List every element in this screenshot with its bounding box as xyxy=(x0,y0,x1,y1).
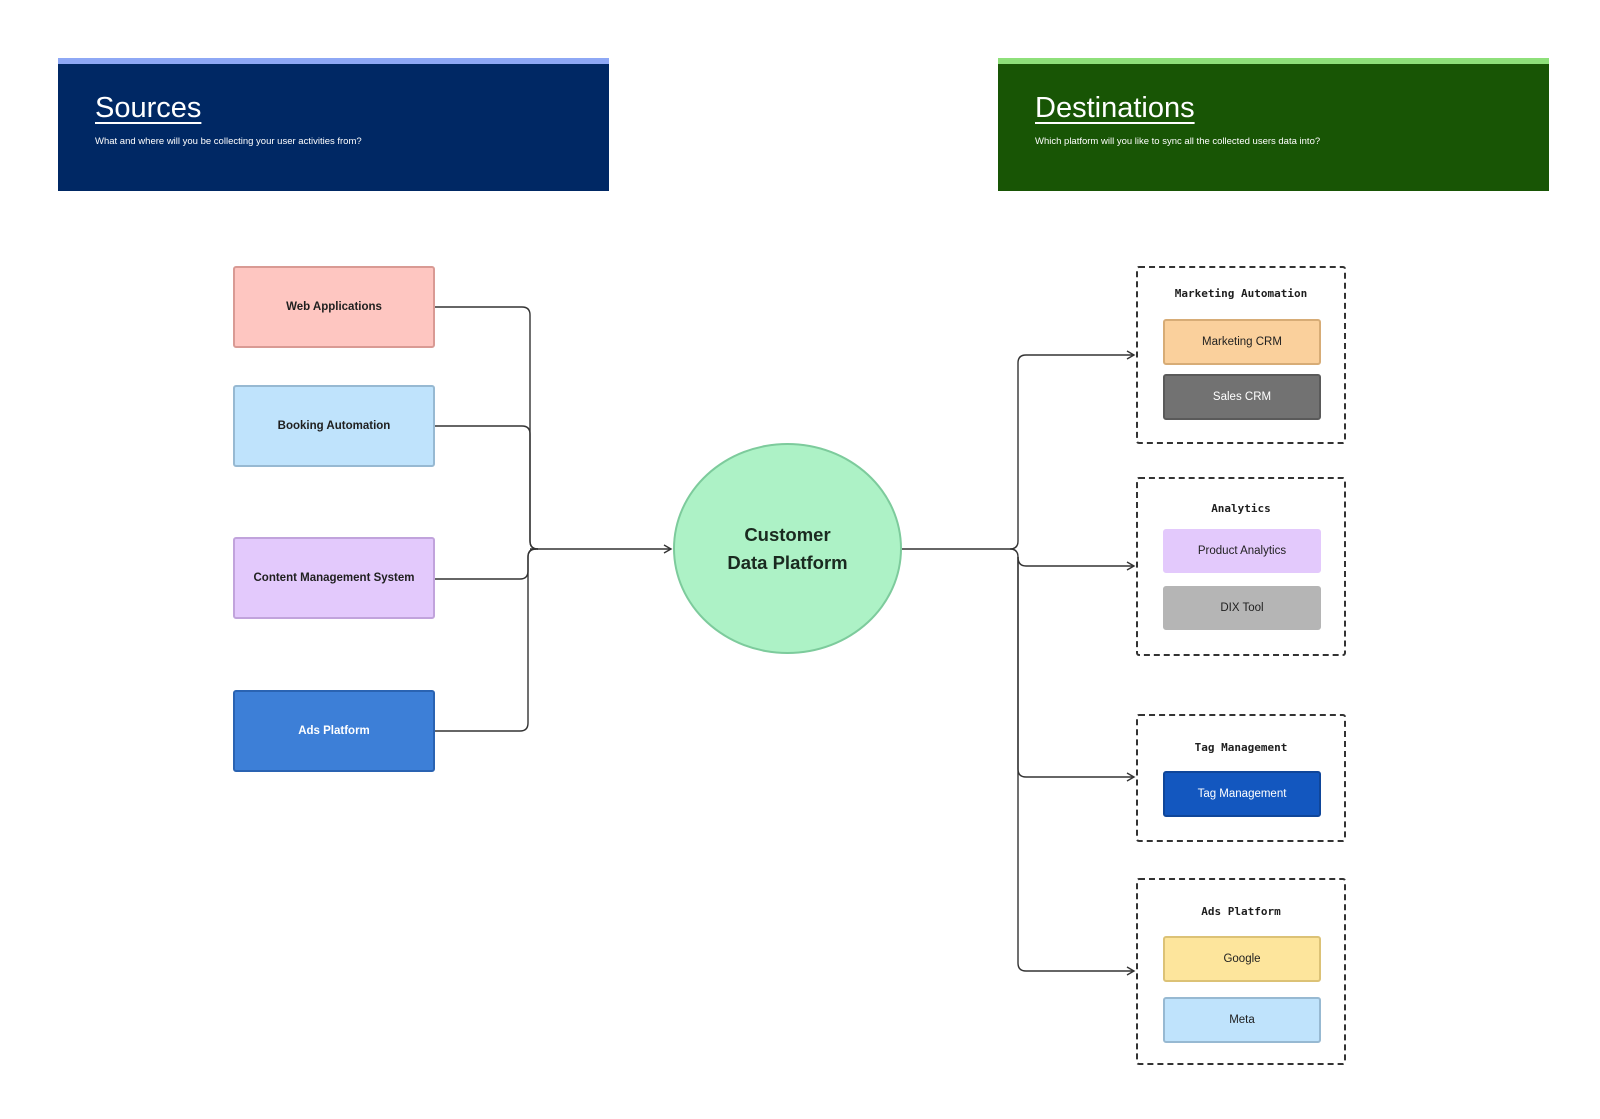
connector-analytics xyxy=(1009,548,1136,571)
destination-marketing-crm[interactable]: Marketing CRM xyxy=(1163,319,1321,365)
group-ads-platform: Ads Platform Google Meta xyxy=(1136,878,1346,1065)
sources-header: Sources What and where will you be colle… xyxy=(58,58,609,191)
destination-dix-tool[interactable]: DIX Tool xyxy=(1163,586,1321,630)
connector-ads-platform xyxy=(435,548,537,732)
connector-marketing-automation xyxy=(1009,350,1136,550)
destinations-title: Destinations xyxy=(1035,92,1195,124)
destinations-header-accent-bar xyxy=(998,58,1549,64)
sources-header-accent-bar xyxy=(58,58,609,64)
source-content-management-system[interactable]: Content Management System xyxy=(233,537,435,619)
source-ads-platform[interactable]: Ads Platform xyxy=(233,690,435,772)
group-title: Ads Platform xyxy=(1201,905,1281,918)
source-web-applications[interactable]: Web Applications xyxy=(233,266,435,348)
group-title: Analytics xyxy=(1211,502,1271,515)
sources-title: Sources xyxy=(95,92,202,124)
group-marketing-automation: Marketing Automation Marketing CRM Sales… xyxy=(1136,266,1346,444)
source-booking-automation[interactable]: Booking Automation xyxy=(233,385,435,467)
destination-google[interactable]: Google xyxy=(1163,936,1321,982)
connector-tag-management xyxy=(1017,557,1136,782)
destination-tag-management[interactable]: Tag Management xyxy=(1163,771,1321,817)
connector-ads-platform-group xyxy=(1017,557,1136,976)
destination-sales-crm[interactable]: Sales CRM xyxy=(1163,374,1321,420)
group-tag-management: Tag Management Tag Management xyxy=(1136,714,1346,842)
destinations-subtitle: Which platform will you like to sync all… xyxy=(1035,136,1321,147)
destinations-header: Destinations Which platform will you lik… xyxy=(998,58,1549,191)
group-title: Marketing Automation xyxy=(1174,287,1308,300)
group-analytics: Analytics Product Analytics DIX Tool xyxy=(1136,477,1346,656)
destination-product-analytics[interactable]: Product Analytics xyxy=(1163,529,1321,573)
connector-content-management-system xyxy=(435,548,537,580)
destination-meta[interactable]: Meta xyxy=(1163,997,1321,1043)
connector-booking-automation xyxy=(435,425,539,550)
group-title: Tag Management xyxy=(1194,741,1288,754)
sources-subtitle: What and where will you be collecting yo… xyxy=(95,136,362,147)
connector-web-applications xyxy=(435,306,539,550)
customer-data-platform-node[interactable]: Customer Data Platform xyxy=(673,443,902,654)
